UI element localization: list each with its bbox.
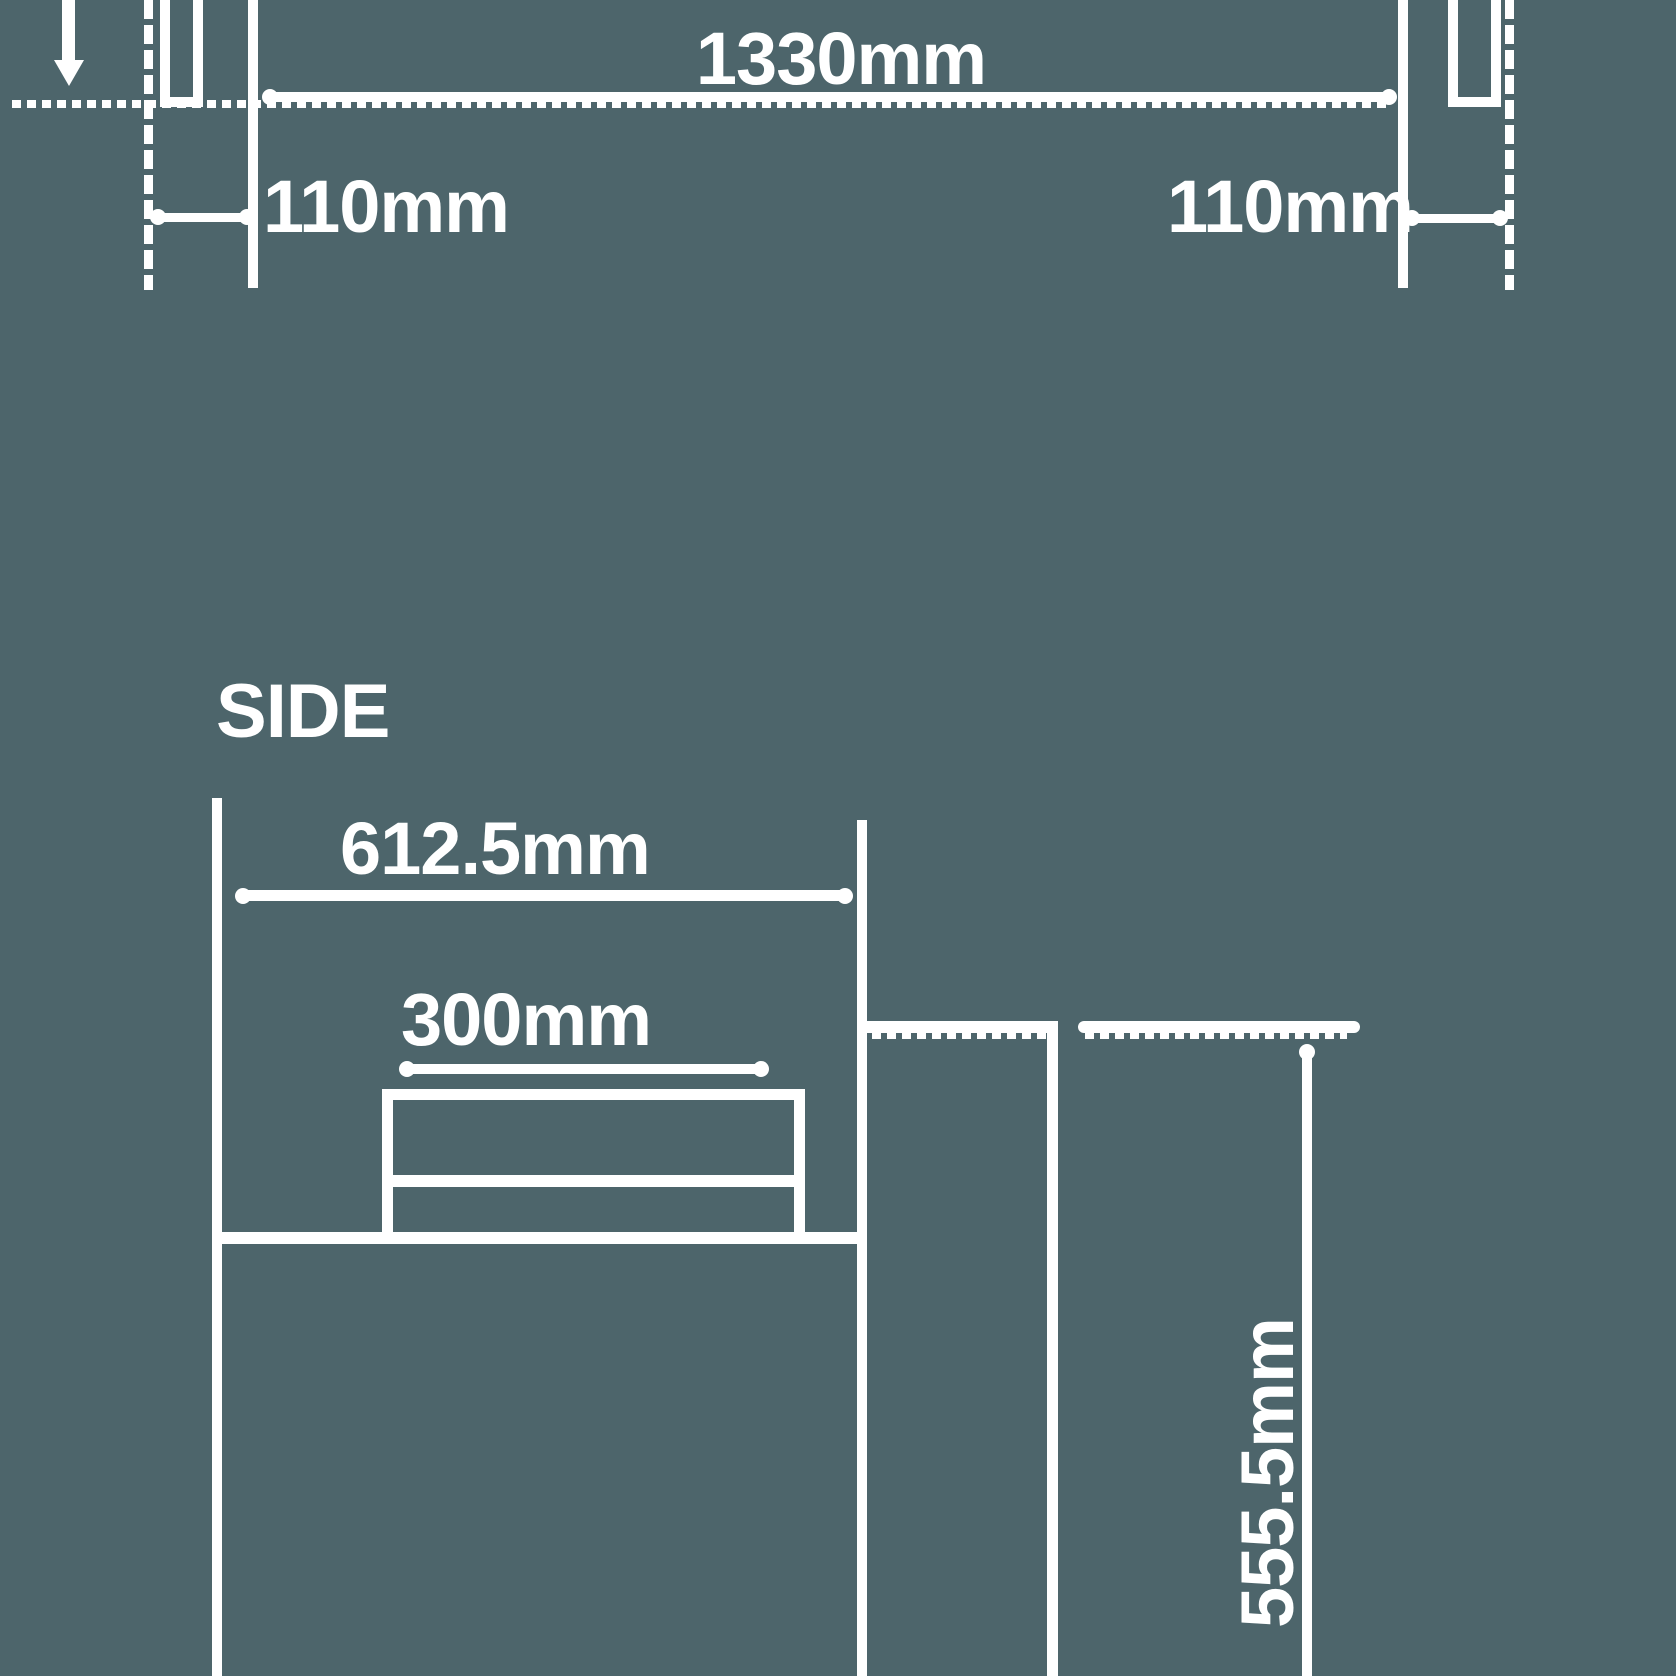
step-edge-line <box>1047 1021 1058 1676</box>
down-arrow-icon <box>54 60 84 86</box>
dimension-endpoint-dot <box>1381 89 1397 105</box>
left-leg-channel <box>160 0 203 107</box>
left-centerline-dashed <box>144 0 153 290</box>
dimension-line <box>404 1064 764 1074</box>
step-top-line <box>857 1021 1057 1033</box>
height-label: 555.5mm <box>1226 1318 1309 1628</box>
depth-label: 612.5mm <box>340 807 651 890</box>
dimension-endpoint-dot <box>239 209 255 225</box>
height-reference-dashes <box>1085 1032 1347 1039</box>
burner-tray-divider-line <box>393 1175 794 1187</box>
dimension-line <box>240 890 847 901</box>
dimension-endpoint-dot <box>150 209 166 225</box>
overall-width-label: 1330mm <box>695 17 987 100</box>
right-leg-channel <box>1448 0 1501 107</box>
base-top-line <box>212 1232 867 1244</box>
dimension-endpoint-dot <box>1404 210 1420 226</box>
side-view-title: SIDE <box>216 669 390 754</box>
dimension-endpoint-dot <box>1492 210 1508 226</box>
dimension-endpoint-dot <box>399 1061 415 1077</box>
dimension-endpoint-dot <box>235 888 251 904</box>
height-reference-line <box>1078 1021 1360 1033</box>
dimension-endpoint-dot <box>1299 1044 1315 1060</box>
dimension-endpoint-dot <box>262 89 278 105</box>
step-reference-dashes <box>872 1032 1048 1039</box>
side-right-edge-line <box>857 820 867 1676</box>
horizontal-reference-dashed-line <box>12 100 1386 108</box>
left-frame-edge-line <box>248 0 258 288</box>
left-offset-label: 110mm <box>263 165 510 248</box>
dimension-endpoint-dot <box>753 1061 769 1077</box>
burner-width-label: 300mm <box>401 978 652 1061</box>
dimension-line-vertical <box>1302 1046 1312 1676</box>
right-offset-label: 110mm <box>1167 165 1414 248</box>
right-centerline-dashed <box>1505 0 1514 290</box>
dimension-line <box>270 92 1389 102</box>
cut-dimension-arrow-shaft <box>62 0 75 64</box>
burner-tray-outline <box>382 1089 805 1232</box>
dimension-endpoint-dot <box>837 888 853 904</box>
dimension-line <box>1412 214 1500 223</box>
dimension-line <box>158 213 247 222</box>
right-frame-edge-line <box>1398 0 1408 288</box>
